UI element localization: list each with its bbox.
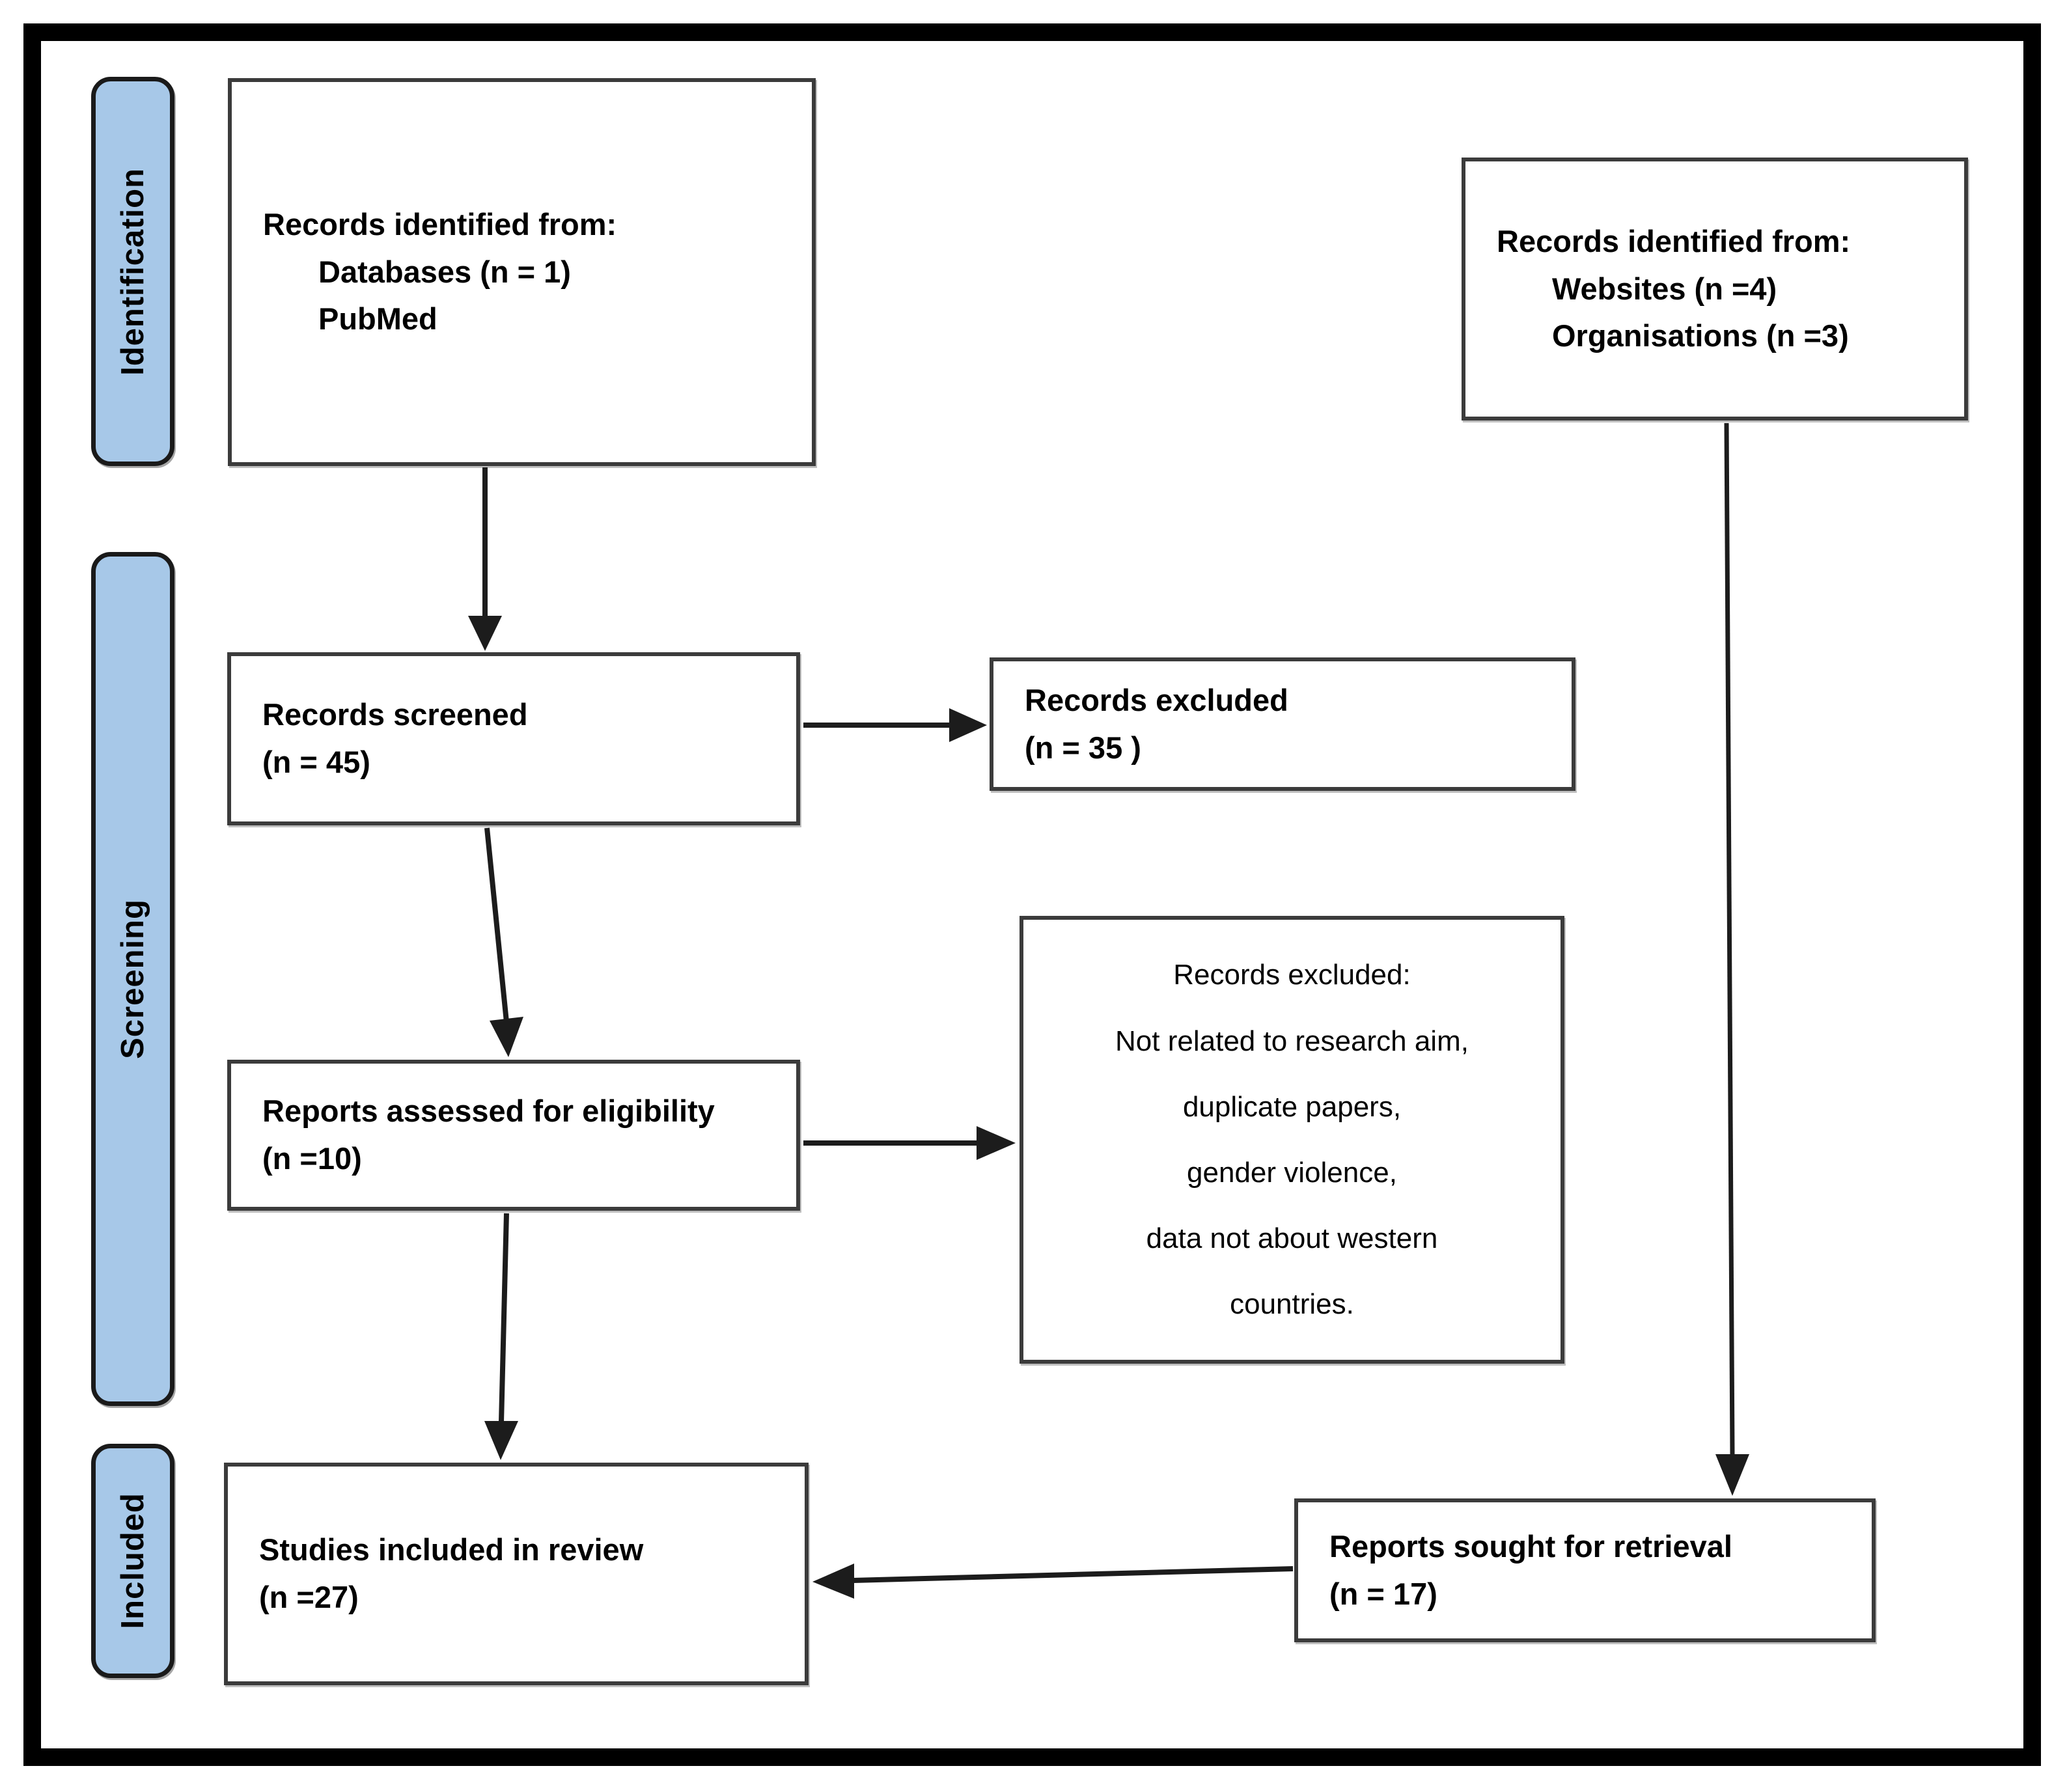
box-line: Records identified from:	[263, 206, 617, 241]
box-line: Databases (n = 1)	[318, 254, 571, 289]
box-line: countries.	[1230, 1288, 1354, 1321]
box-line: Reports sought for retrieval	[1329, 1528, 1732, 1564]
box-line: Records screened	[262, 697, 528, 732]
arrow-websites-to-sought	[1715, 422, 1749, 1496]
box-records-screened: Records screened (n = 45)	[227, 652, 800, 825]
stage-label-included: Included	[91, 1444, 174, 1678]
box-line: (n = 45)	[262, 745, 370, 779]
box-line: gender violence,	[1187, 1157, 1397, 1189]
box-line: (n = 35 )	[1025, 730, 1141, 765]
arrow-assessed-to-included	[484, 1213, 518, 1460]
box-records-excluded: Records excluded (n = 35 )	[990, 657, 1575, 791]
arrow-assessed-to-reasons	[803, 1126, 1016, 1160]
box-line: Records excluded	[1025, 682, 1288, 717]
stage-label-text: Identification	[115, 167, 150, 376]
box-line: data not about western	[1146, 1222, 1438, 1255]
box-line: Records excluded:	[1173, 959, 1411, 991]
stage-label-text: Included	[115, 1493, 150, 1629]
arrow-sought-to-included	[812, 1564, 1294, 1599]
box-line: duplicate papers,	[1182, 1090, 1402, 1123]
box-line: Records identified from:	[1497, 223, 1851, 258]
box-line: (n = 17)	[1329, 1576, 1437, 1611]
box-records-identified-websites: Records identified from: Websites (n =4)…	[1462, 158, 1968, 420]
box-reports-assessed: Reports assessed for eligibility (n =10)	[227, 1060, 800, 1211]
box-reports-sought: Reports sought for retrieval (n = 17)	[1294, 1498, 1876, 1642]
stage-label-identification: Identification	[91, 77, 174, 466]
box-line: (n =10)	[262, 1141, 362, 1176]
box-records-identified-databases: Records identified from: Databases (n = …	[228, 78, 816, 466]
box-line: PubMed	[318, 301, 437, 337]
box-line: Websites (n =4)	[1552, 271, 1777, 306]
stage-label-screening: Screening	[91, 552, 174, 1406]
box-line: Reports assessed for eligibility	[262, 1094, 715, 1129]
box-exclusion-reasons: Records excluded: Not related to researc…	[1020, 916, 1564, 1364]
stage-label-text: Screening	[115, 899, 150, 1059]
arrow-screened-to-excluded	[803, 708, 987, 742]
box-line: (n =27)	[259, 1580, 359, 1614]
box-line: Studies included in review	[259, 1532, 644, 1567]
box-line: Organisations (n =3)	[1552, 318, 1849, 353]
box-studies-included: Studies included in review (n =27)	[224, 1463, 809, 1685]
arrow-identified-to-screened	[468, 467, 502, 651]
box-line: Not related to research aim,	[1115, 1025, 1469, 1057]
arrow-screened-to-assessed	[484, 827, 523, 1057]
